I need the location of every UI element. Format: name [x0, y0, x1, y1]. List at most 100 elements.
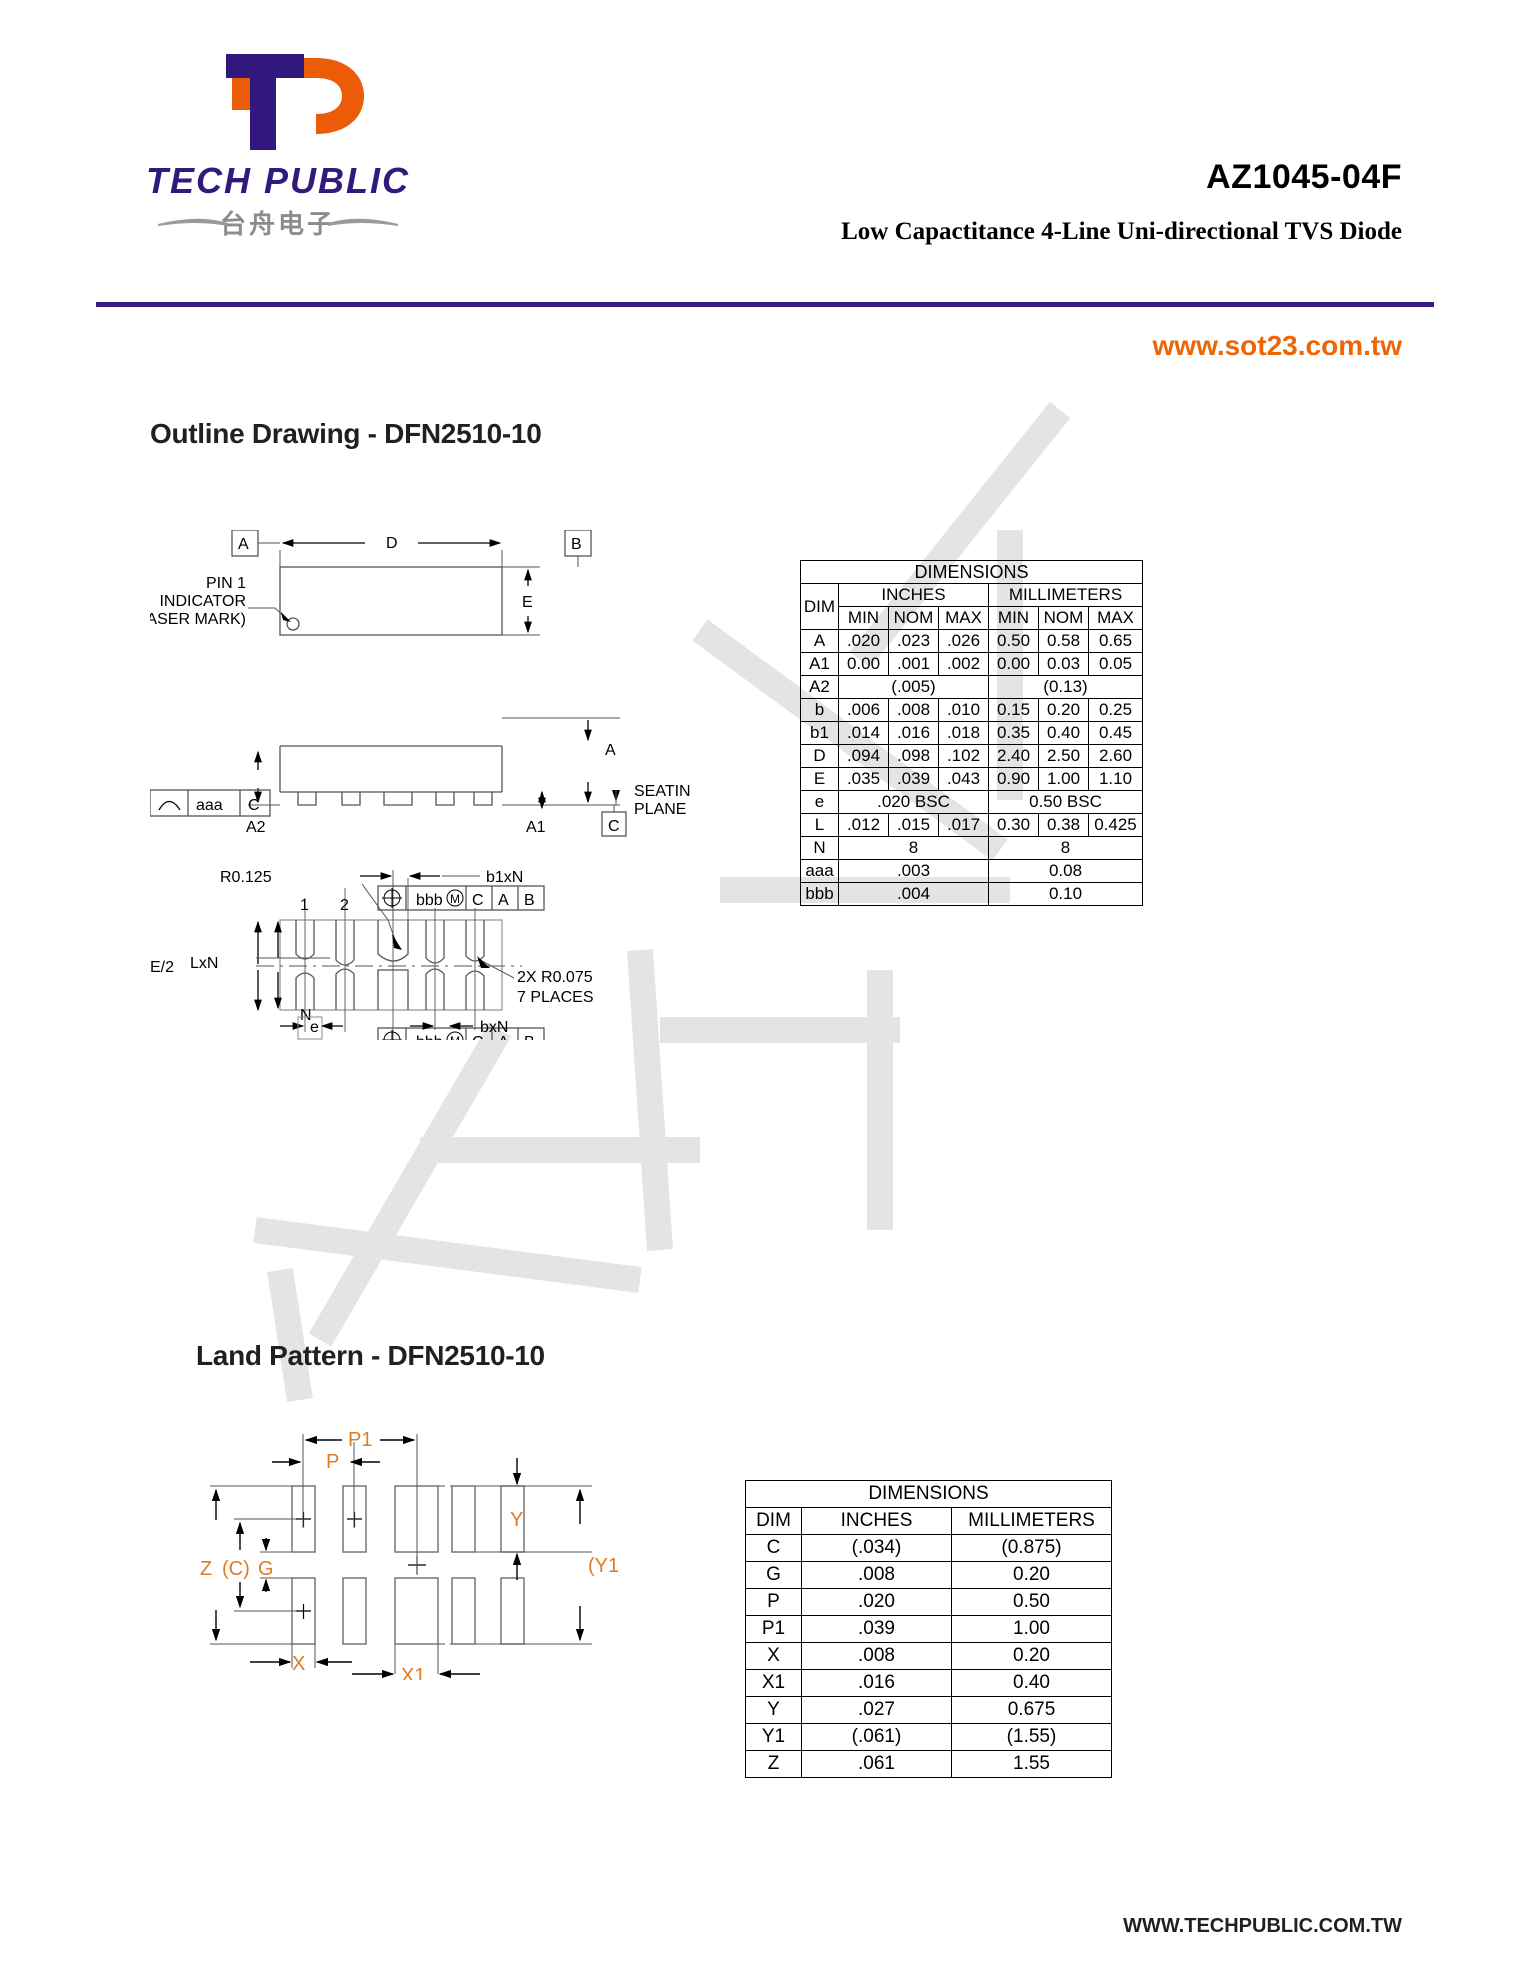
cell-millimeters: 1.55 — [951, 1750, 1112, 1778]
label-fcf1-datum-b: B — [524, 892, 535, 909]
outline-drawing-dfn2510-10: A B D E PIN 1 INDICATOR (LASER MARK) A A… — [132, 529, 703, 1060]
cell-dim: b1 — [800, 721, 839, 745]
cell-in-nom: .039 — [888, 767, 939, 791]
cell-millimeters: 0.20 — [951, 1561, 1112, 1589]
col-header-mm-nom: NOM — [1038, 606, 1089, 630]
cell-in-min: .035 — [838, 767, 889, 791]
cell-mm-max: 1.10 — [1088, 767, 1143, 791]
label-dim-a2: A2 — [246, 819, 266, 836]
cell-in-max: .002 — [938, 652, 989, 676]
cell-mm-nom: 0.40 — [1038, 721, 1089, 745]
col-header-mm-min: MIN — [988, 606, 1039, 630]
cell-dim: b — [800, 698, 839, 722]
cell-millimeters: 0.50 — [951, 1588, 1112, 1616]
cell-inches: .016 — [801, 1669, 952, 1697]
table-title: DIMENSIONS — [800, 560, 1143, 584]
cell-mm-max: 0.65 — [1088, 629, 1143, 653]
table-title: DIMENSIONS — [745, 1480, 1112, 1508]
label-fcf1-tol: bbb — [416, 892, 443, 909]
page-footer: WWW.TECHPUBLIC.COM.TW — [1123, 1915, 1402, 1937]
cell-inches: (.034) — [801, 1534, 952, 1562]
cell-dim: X1 — [745, 1669, 802, 1697]
cell-dim: Z — [745, 1750, 802, 1778]
label-land-dim-z: Z — [200, 1558, 212, 1580]
cell-millimeters: 0.675 — [951, 1696, 1112, 1724]
cell-millimeters: (0.875) — [951, 1534, 1112, 1562]
tp-logo-icon — [188, 52, 378, 152]
cell-mm-span: 0.08 — [988, 859, 1143, 883]
cell-inches-span: .020 BSC — [838, 790, 989, 814]
cell-inches-span: .004 — [838, 882, 989, 906]
cell-mm-nom: 0.38 — [1038, 813, 1089, 837]
cell-in-min: 0.00 — [838, 652, 889, 676]
cell-dim: P — [745, 1588, 802, 1616]
label-land-dim-x1: X1 — [401, 1665, 425, 1680]
label-pin1-line1: PIN 1 — [206, 575, 246, 592]
cell-mm-min: 0.35 — [988, 721, 1039, 745]
logo-company-name-cn-wrap: 台舟电子 — [128, 204, 428, 241]
cell-dim: N — [800, 836, 839, 860]
label-land-dim-p: P — [326, 1451, 339, 1473]
cell-mm-min: 0.15 — [988, 698, 1039, 722]
cell-dim: L — [800, 813, 839, 837]
label-fcf2-datum-b: B — [524, 1034, 535, 1040]
cell-millimeters: 1.00 — [951, 1615, 1112, 1643]
cell-dim: A2 — [800, 675, 839, 699]
cell-in-max: .043 — [938, 767, 989, 791]
label-fcf2-modifier: M — [450, 1034, 460, 1040]
label-fcf1-datum-c: C — [472, 892, 484, 909]
cell-in-min: .012 — [838, 813, 889, 837]
cell-mm-nom: 0.03 — [1038, 652, 1089, 676]
cell-inches: .008 — [801, 1642, 952, 1670]
cell-mm-span: 0.10 — [988, 882, 1143, 906]
header-divider — [96, 302, 1434, 307]
cell-dim: aaa — [800, 859, 839, 883]
label-pin-num-1: 1 — [300, 897, 309, 914]
company-logo: TECH PUBLIC 台舟电子 — [128, 52, 428, 252]
label-land-dim-y1: (Y1) — [588, 1555, 620, 1577]
cell-dim: C — [745, 1534, 802, 1562]
label-datum-b: B — [571, 536, 582, 553]
cell-mm-max: 2.60 — [1088, 744, 1143, 768]
cell-inches: .039 — [801, 1615, 952, 1643]
cell-dim: A1 — [800, 652, 839, 676]
cell-in-max: .102 — [938, 744, 989, 768]
cell-mm-min: 2.40 — [988, 744, 1039, 768]
table-row: A2(.005)(0.13) — [800, 675, 1143, 699]
website-url[interactable]: www.sot23.com.tw — [1152, 330, 1402, 361]
label-dim-a1: A1 — [526, 819, 546, 836]
cell-dim: E — [800, 767, 839, 791]
cell-mm-span: 0.50 BSC — [988, 790, 1143, 814]
cell-millimeters: 0.20 — [951, 1642, 1112, 1670]
cell-inches: .008 — [801, 1561, 952, 1589]
cell-millimeters: (1.55) — [951, 1723, 1112, 1751]
label-datum-c: C — [608, 818, 620, 835]
cell-in-max: .018 — [938, 721, 989, 745]
label-dim-b1xn: b1xN — [486, 869, 523, 886]
label-fcf2-tol: bbb — [416, 1034, 443, 1040]
cell-dim: G — [745, 1561, 802, 1589]
cell-dim: bbb — [800, 882, 839, 906]
cell-mm-nom: 0.58 — [1038, 629, 1089, 653]
label-land-dim-x: X — [292, 1653, 305, 1675]
logo-company-name-en: TECH PUBLIC — [146, 160, 410, 201]
label-flatness-datum: C — [248, 797, 260, 814]
logo-flourish-icon — [158, 218, 398, 226]
land-pattern-drawing-dfn2510-10: Z (C) G P1 P X X1 Y (Y1) — [200, 1400, 626, 1687]
table-row: Y1(.061)(1.55) — [745, 1723, 1112, 1751]
cell-dim: P1 — [745, 1615, 802, 1643]
